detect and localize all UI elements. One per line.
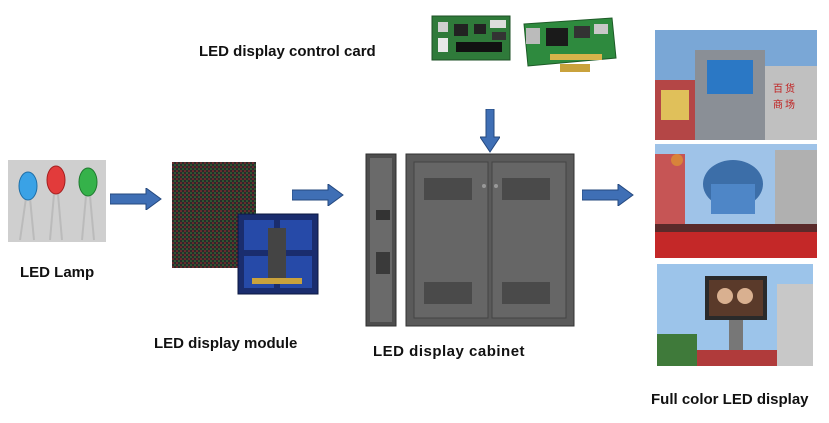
right-arrow-icon xyxy=(292,184,344,206)
control-card-board-image xyxy=(430,12,512,64)
store-sign-text: 商 xyxy=(773,98,783,111)
right-arrow-icon xyxy=(582,184,634,206)
right-arrow-icon xyxy=(110,188,162,210)
control-card-label: LED display control card xyxy=(199,43,376,60)
led-module-label: LED display module xyxy=(154,335,298,352)
led-cabinet-side-image xyxy=(364,152,398,328)
led-module-image xyxy=(168,158,322,298)
led-lamp-image xyxy=(8,160,106,242)
down-arrow-icon xyxy=(480,109,500,153)
led-cabinet-back-image xyxy=(404,152,576,328)
control-card-pci-image xyxy=(520,14,620,76)
display-photo-building: 百 货 商 场 xyxy=(655,30,817,140)
store-sign-text: 货 xyxy=(785,82,795,95)
led-lamp-label: LED Lamp xyxy=(20,264,95,281)
store-sign-text: 百 xyxy=(773,83,783,95)
display-photo-crowd xyxy=(655,144,817,258)
store-sign-text: 场 xyxy=(785,98,795,111)
full-color-display-label: Full color LED display xyxy=(651,391,809,408)
display-photo-billboard xyxy=(657,264,813,366)
led-cabinet-label: LED display cabinet xyxy=(373,343,526,360)
